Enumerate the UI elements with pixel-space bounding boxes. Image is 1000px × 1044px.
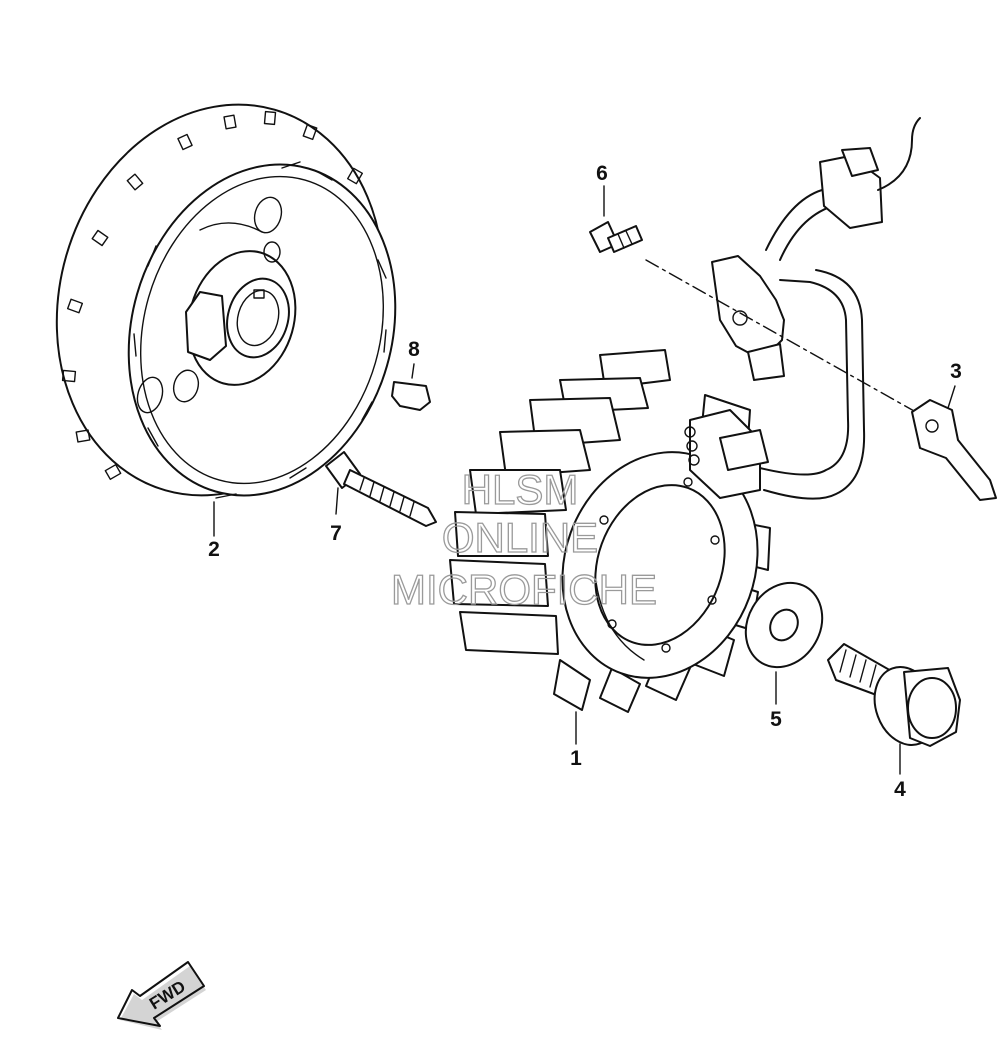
- screw-small: [589, 185, 931, 421]
- watermark-line-1: HLSM: [462, 466, 579, 513]
- watermark-line-3: MICROFICHE: [391, 566, 657, 613]
- watermark: HLSM ONLINE MICROFICHE: [390, 465, 657, 613]
- callout-7: 7: [330, 522, 342, 545]
- stator: [449, 117, 921, 745]
- long-bolt: [325, 451, 437, 527]
- callout-2: 2: [208, 538, 220, 561]
- callout-6: 6: [596, 162, 608, 185]
- flange-bolt: [827, 643, 961, 775]
- washer: [744, 581, 824, 705]
- watermark-line-2: ONLINE: [442, 514, 598, 561]
- callout-3: 3: [950, 360, 962, 383]
- callout-labels: 1 2 3 4 5 6 7 8: [208, 162, 962, 801]
- leader-line-7: [335, 487, 339, 515]
- callout-8: 8: [408, 338, 420, 361]
- callout-4: 4: [894, 778, 906, 801]
- forward-direction-indicator: FWD: [117, 961, 206, 1030]
- flywheel-rotor: [55, 103, 397, 537]
- clamp-bracket: [911, 385, 997, 501]
- leader-line-3: [947, 385, 956, 409]
- callout-1: 1: [570, 747, 582, 770]
- woodruff-key: [391, 363, 431, 411]
- leader-line-8: [411, 363, 415, 379]
- callout-5: 5: [770, 708, 782, 731]
